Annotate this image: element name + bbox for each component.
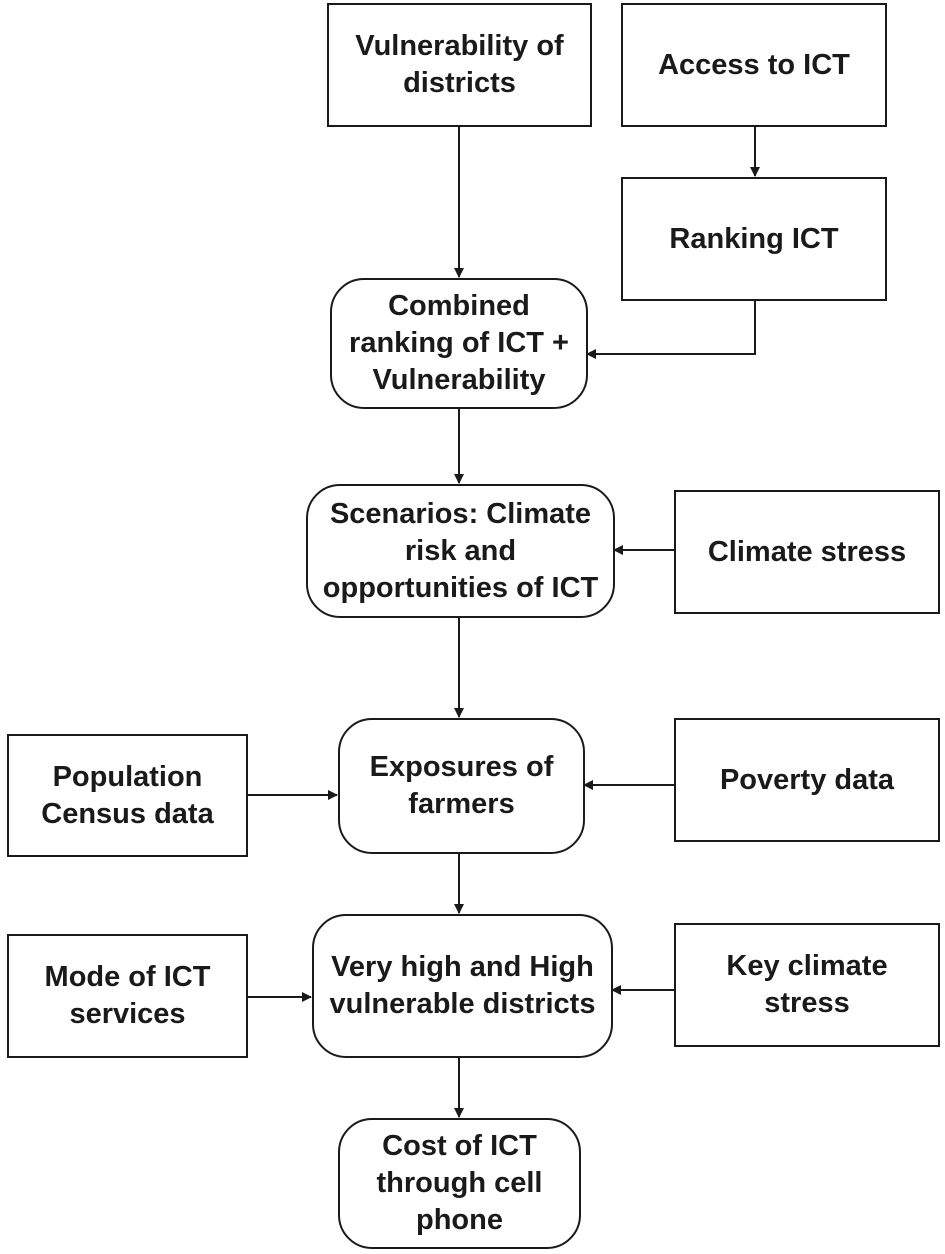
node-vulnerability-of-districts: Vulnerability of districts [327, 3, 592, 127]
node-label: Ranking ICT [669, 222, 839, 255]
node-label: Vulnerability of districts [355, 30, 564, 99]
node-population-census: Population Census data [7, 734, 248, 857]
node-access-to-ict: Access to ICT [621, 3, 887, 127]
node-label: Access to ICT [658, 48, 850, 81]
node-climate-stress: Climate stress [674, 490, 940, 614]
node-label: Exposures of farmers [369, 751, 554, 820]
node-poverty-data: Poverty data [674, 718, 940, 842]
node-label: Key climate stress [726, 950, 888, 1019]
node-label: Combined ranking of ICT + Vulnerability [349, 290, 569, 396]
node-label: Very high and High vulnerable districts [329, 951, 596, 1020]
node-very-high-vulnerable: Very high and High vulnerable districts [312, 914, 613, 1058]
node-mode-of-ict-services: Mode of ICT services [7, 934, 248, 1058]
node-label: Climate stress [707, 535, 907, 568]
edge-ranking-to-combined [586, 300, 756, 359]
node-cost-of-ict: Cost of ICT through cell phone [338, 1118, 581, 1249]
node-ranking-ict: Ranking ICT [621, 177, 887, 301]
node-label: Cost of ICT through cell phone [376, 1130, 543, 1236]
node-label: Poverty data [719, 763, 895, 796]
node-exposures-of-farmers: Exposures of farmers [338, 718, 585, 854]
node-key-climate-stress: Key climate stress [674, 923, 940, 1047]
node-combined-ranking: Combined ranking of ICT + Vulnerability [330, 278, 588, 409]
node-scenarios: Scenarios: Climate risk and opportunitie… [306, 484, 615, 618]
node-label: Mode of ICT services [44, 961, 211, 1030]
node-label: Scenarios: Climate risk and opportunitie… [322, 497, 599, 604]
node-label: Population Census data [41, 760, 214, 830]
